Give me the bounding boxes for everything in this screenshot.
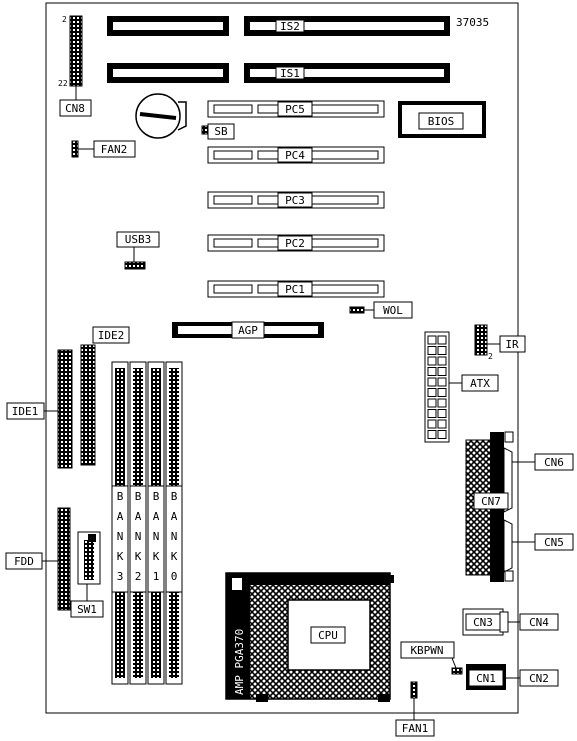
pci-slot-pc3: PC3 xyxy=(207,191,385,209)
atx-pin xyxy=(437,367,447,376)
atx-pin xyxy=(427,356,437,366)
pc1-label: PC1 xyxy=(285,283,305,296)
cpu-label: CPU xyxy=(318,629,338,642)
cn1-connector: CN1 xyxy=(466,664,506,690)
cn6-label: CN6 xyxy=(544,456,564,469)
usb3-label: USB3 xyxy=(125,233,152,246)
agp-slot: AGP xyxy=(172,321,324,339)
atx-pin xyxy=(427,419,437,429)
isa-slot-is2: IS2 xyxy=(107,16,450,36)
atx-pin xyxy=(427,398,437,408)
atx-pin xyxy=(437,398,447,408)
fdd-connector: FDD xyxy=(5,507,71,611)
atx-pin xyxy=(437,377,447,387)
usb3-header: USB3 xyxy=(116,231,160,270)
atx-pin xyxy=(437,419,447,429)
atx-pin xyxy=(427,335,437,345)
sb-label: SB xyxy=(214,125,228,138)
cn5-connector: CN5 xyxy=(512,533,574,551)
pc2-label: PC2 xyxy=(285,237,305,250)
cn1-label: CN1 xyxy=(476,672,496,685)
is2-label: IS2 xyxy=(280,20,300,33)
cn2-connector: CN2 xyxy=(506,669,559,687)
atx-pin xyxy=(427,346,437,355)
socket-label: AMP PGA370 xyxy=(233,629,246,695)
cn3-label: CN3 xyxy=(473,616,493,629)
pci-slot-pc2: PC2 xyxy=(207,234,385,252)
fan1-label: FAN1 xyxy=(402,722,429,735)
isa-slot-is1: IS1 xyxy=(107,63,450,83)
atx-pin xyxy=(427,430,437,439)
bios-chip: BIOS xyxy=(398,101,486,138)
wol-connector: WOL xyxy=(349,301,413,319)
sw1-label: SW1 xyxy=(77,603,97,616)
cn4-label: CN4 xyxy=(529,616,549,629)
battery xyxy=(135,93,187,139)
fan1-connector: FAN1 xyxy=(395,681,435,737)
atx-pin xyxy=(437,430,447,439)
atx-pin xyxy=(427,388,437,397)
sb-jumper: SB xyxy=(201,123,235,140)
kbpwn-label: KBPWN xyxy=(410,644,443,657)
bios-label: BIOS xyxy=(428,115,455,128)
atx-pin xyxy=(437,335,447,345)
atx-pin xyxy=(437,409,447,418)
pci-slot-pc5: PC5 xyxy=(207,100,385,118)
cn8-pin-top: 2 xyxy=(62,15,67,24)
cn8-pin-bottom: 22 xyxy=(58,79,68,88)
ir-pin-label: 2 xyxy=(488,352,493,361)
fdd-label: FDD xyxy=(14,555,34,568)
is1-label: IS1 xyxy=(280,67,300,80)
model-number: 37035 xyxy=(456,16,489,29)
cn5-label: CN5 xyxy=(544,536,564,549)
ir-connector: 2 IR xyxy=(474,324,526,361)
cpu-socket: CPU AMP PGA370 xyxy=(225,572,394,702)
pc3-label: PC3 xyxy=(285,194,305,207)
atx-label: ATX xyxy=(470,377,490,390)
fan2-label: FAN2 xyxy=(101,143,128,156)
cn2-label: CN2 xyxy=(529,672,549,685)
cn8-label: CN8 xyxy=(65,102,85,115)
fan2-connector: FAN2 xyxy=(71,140,136,158)
atx-pin xyxy=(427,409,437,418)
cn7-label: CN7 xyxy=(481,495,501,508)
cn8-connector: 2 22 CN8 xyxy=(58,15,92,117)
ide2-connector: IDE2 xyxy=(80,326,130,466)
pci-slot-pc4: PC4 xyxy=(207,146,385,164)
atx-pin xyxy=(437,356,447,366)
agp-label: AGP xyxy=(238,324,258,337)
pc4-label: PC4 xyxy=(285,149,305,162)
pci-slot-pc1: PC1 xyxy=(207,280,385,298)
ide2-label: IDE2 xyxy=(98,329,125,342)
pci-slots: PC5 PC4 PC3 PC2 PC1 xyxy=(207,100,385,298)
ide1-label: IDE1 xyxy=(12,405,39,418)
sw1-switch: SW1 xyxy=(70,531,104,618)
kbpwn-jumper: KBPWN xyxy=(400,641,463,675)
ide1-connector: IDE1 xyxy=(6,349,73,469)
atx-connector: ATX xyxy=(424,331,499,443)
atx-pin xyxy=(437,388,447,397)
cn6-connector: CN6 xyxy=(512,453,574,471)
ir-label: IR xyxy=(505,338,519,351)
atx-pin xyxy=(427,367,437,376)
cn7-ports: CN7 xyxy=(465,431,514,582)
cn4-connector: CN4 xyxy=(508,613,559,631)
pc5-label: PC5 xyxy=(285,103,305,116)
atx-pin xyxy=(437,346,447,355)
wol-label: WOL xyxy=(383,304,403,317)
atx-pin xyxy=(427,377,437,387)
cn3-connector: CN3 xyxy=(462,608,509,636)
